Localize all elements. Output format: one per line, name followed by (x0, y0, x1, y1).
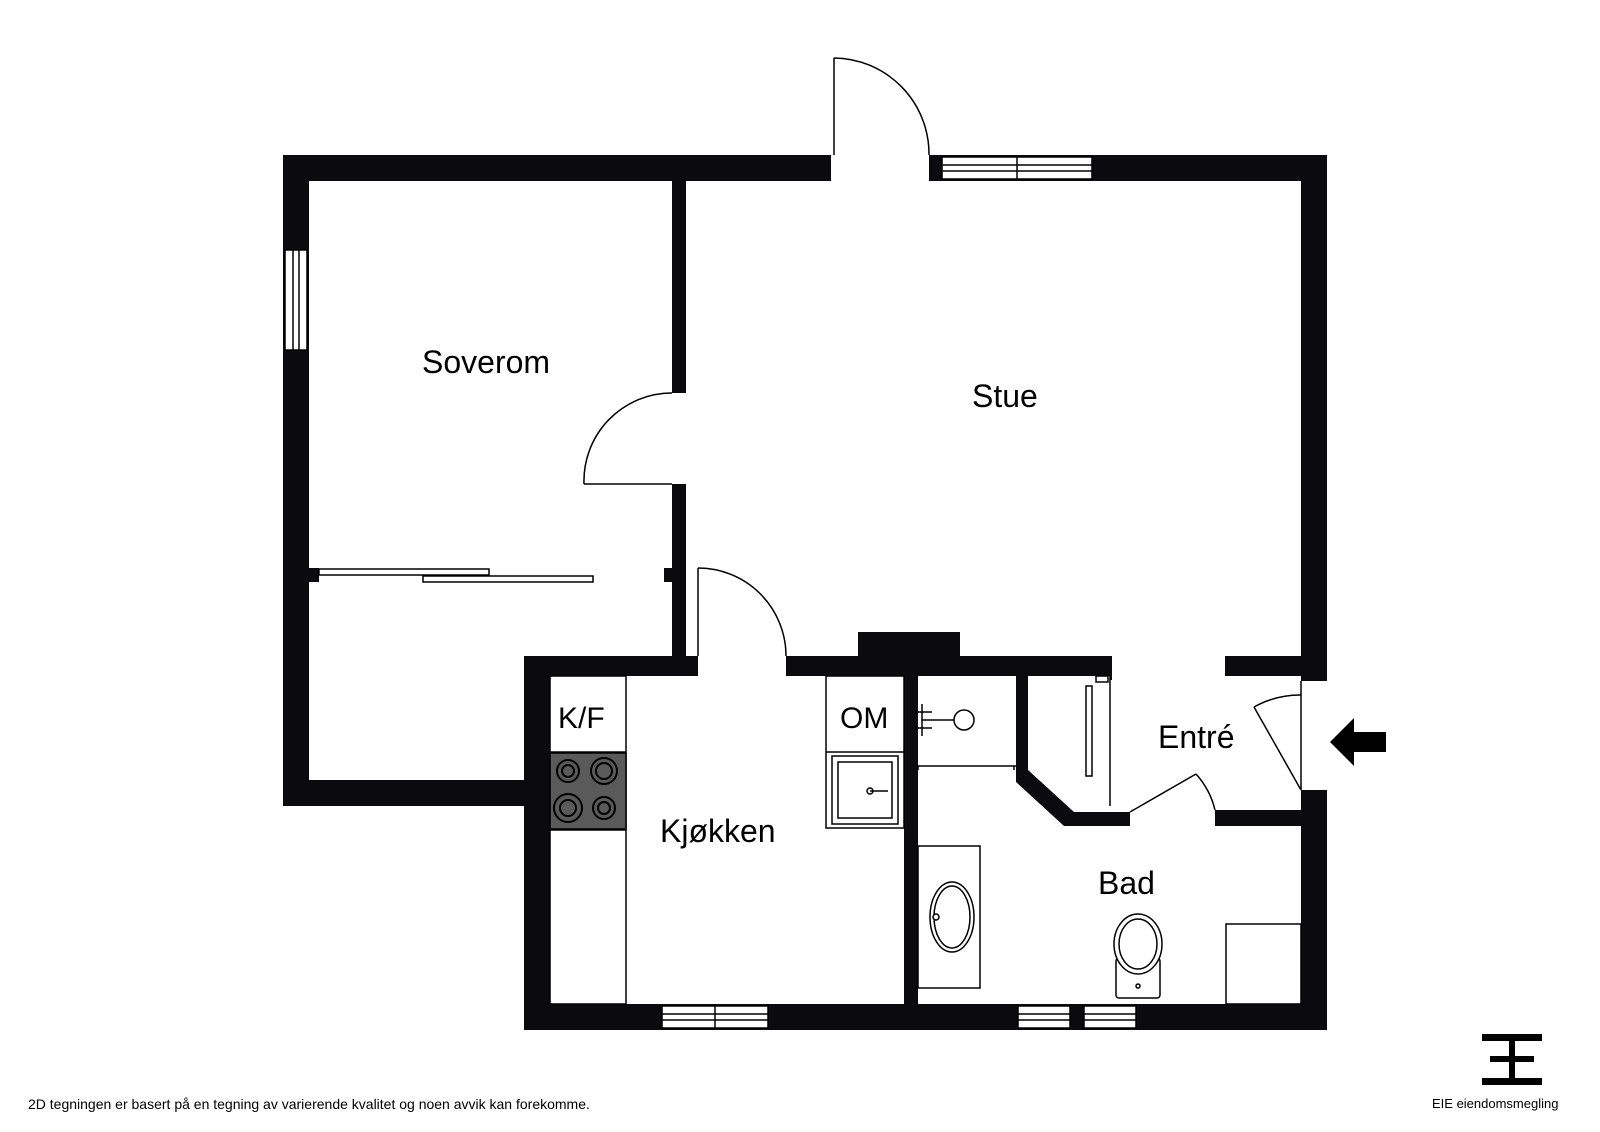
room-label-bad: Bad (1098, 865, 1155, 901)
doors (583, 57, 1302, 813)
interior-walls (309, 181, 1301, 1004)
room-label-soverom: Soverom (422, 344, 550, 380)
toilet-icon (1113, 913, 1163, 999)
washbasin-icon (917, 845, 981, 989)
unit-label-om: OM (840, 702, 888, 735)
closet-doors (1085, 675, 1111, 806)
wardrobe-sliding-doors (318, 568, 594, 583)
footer-disclaimer: 2D tegningen er basert på en tegning av … (28, 1096, 590, 1112)
room-label-entre: Entré (1158, 719, 1234, 755)
room-label-stue: Stue (972, 378, 1038, 414)
footer-brand: EIE eiendomsmegling (1432, 1096, 1559, 1111)
outer-walls (283, 155, 1327, 1030)
shower-icon (916, 704, 1015, 770)
windows (284, 156, 1137, 1029)
room-label-kjokken: Kjøkken (660, 813, 776, 849)
kitchen-counter (549, 675, 905, 1005)
kitchen-sink-icon (831, 755, 899, 825)
bath-diagonal-wall (1016, 770, 1130, 826)
entrance-arrow-icon (1330, 718, 1386, 766)
eie-logo-icon (1482, 1034, 1542, 1085)
bath-cabinet (1225, 923, 1302, 1005)
unit-label-kf: K/F (558, 702, 605, 735)
stove-icon (549, 752, 627, 830)
